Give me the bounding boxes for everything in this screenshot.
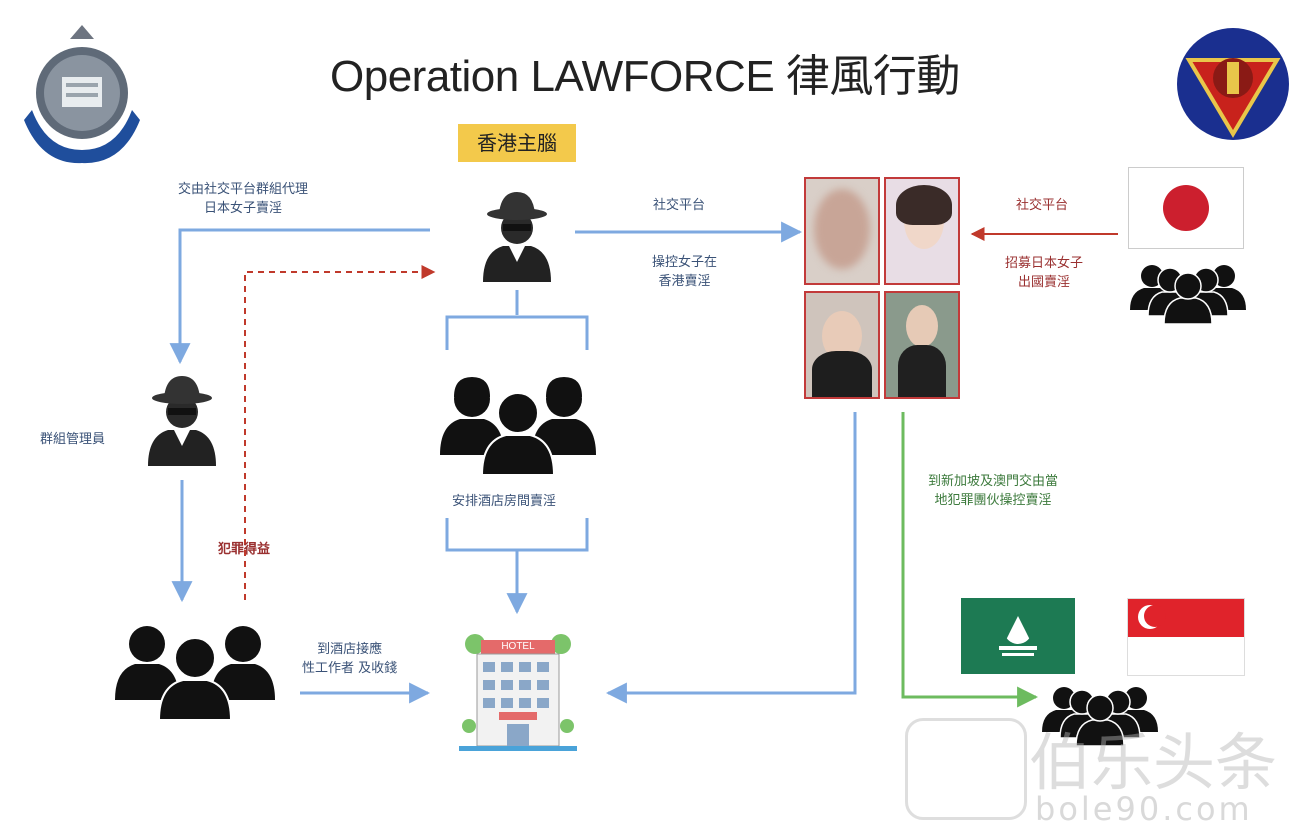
control-women-label: 操控女子在 香港賣淫 [652,255,718,289]
page-title: Operation LAWFORCE 律風行動 [330,52,960,101]
watermark: 伯乐头条 bole90.com [905,712,1285,830]
photo-2 [884,177,960,285]
arrow-crime-proceeds [244,265,436,600]
overseas-label: 到新加坡及澳門交由當 地犯罪團伙操控賣淫 [928,474,1059,508]
social-platform-right-label: 社交平台 [1016,198,1069,213]
watermark-brand: 伯乐头条 [1029,726,1278,799]
bracket-bottom [445,518,589,552]
group-admin-label: 群組管理員 [40,432,106,447]
photo-1 [804,177,880,285]
hotel-sign: HOTEL [501,641,535,652]
social-platform-label: 社交平台 [653,198,706,213]
macau-flag-icon [961,598,1075,674]
singapore-flag-icon [1127,598,1245,676]
hotel-pickup-label: 到酒店接應 性工作者 及收錢 [302,642,398,676]
arrange-hotel-label: 安排酒店房間賣淫 [452,494,557,509]
photo-3 [804,291,880,399]
watermark-domain: bole90.com [1035,790,1253,828]
japan-flag-icon [1128,167,1244,249]
photo-4 [884,291,960,399]
bracket-top [445,315,589,350]
recruit-label: 招募日本女子 出國賣淫 [1005,256,1084,290]
delegate-group-label: 交由社交平台群組代理 日本女子賣淫 [178,182,309,216]
arrow-to-admin [169,228,430,365]
hk-mastermind-label: 香港主腦 [458,124,576,162]
crime-proceeds-label: 犯罪得益 [218,542,271,557]
arrow-women-overseas [901,412,1039,708]
arrow-women-to-hotel [605,412,857,704]
